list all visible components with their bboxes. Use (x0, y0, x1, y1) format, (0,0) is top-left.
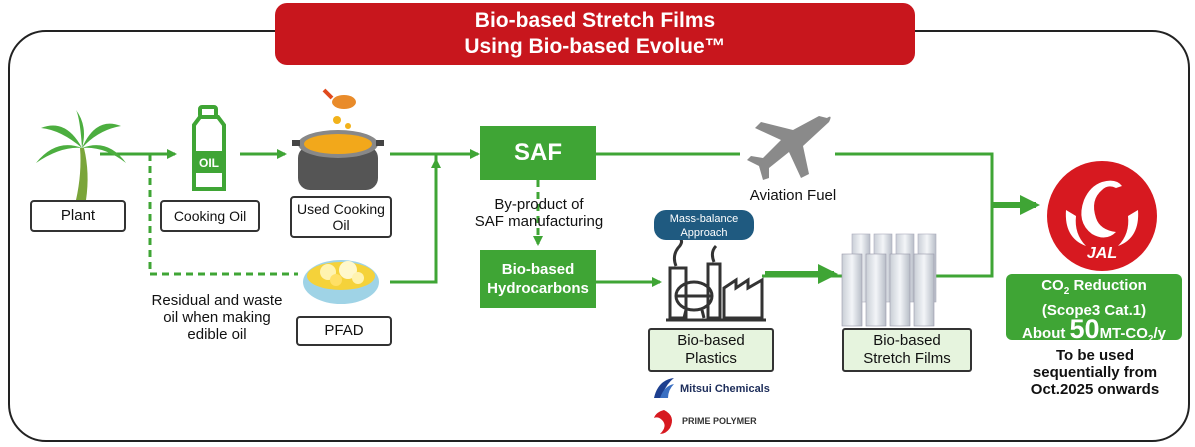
schedule-note: To be used sequentially from Oct.2025 on… (1010, 347, 1180, 398)
plastics-label-2: Plastics (685, 350, 737, 367)
prime-polymer-logo-text: PRIME POLYMER (682, 416, 757, 426)
used-cooking-oil-label-1: Used Cooking (297, 201, 385, 217)
residual-line-1: Residual and waste (151, 292, 283, 309)
mass-balance-line-2: Approach (680, 227, 728, 239)
cooking-oil-box: Cooking Oil (160, 200, 260, 232)
byproduct-line-1: By-product of (494, 196, 584, 213)
dashed-line-residual-to-pfad (148, 154, 298, 276)
co2-reduction-line-3: About 50MT-CO2/y (1022, 314, 1166, 346)
aviation-fuel-label: Aviation Fuel (749, 187, 837, 204)
jal-crane-logo: JAL (1047, 161, 1157, 271)
palm-tree-icon (36, 110, 126, 200)
residual-line-3: edible oil (187, 326, 247, 343)
line-films-to-jal (762, 205, 994, 278)
co2-amount: 50 (1069, 314, 1100, 344)
saf-label: SAF (514, 139, 562, 166)
mitsui-chemicals-logo-icon (654, 378, 674, 398)
schedule-line-1: To be used (1055, 347, 1135, 364)
prime-polymer-logo-icon (654, 410, 672, 434)
airplane-icon (747, 116, 831, 180)
pfad-box: PFAD (296, 316, 392, 346)
residual-line-2: oil when making (163, 309, 271, 326)
oil-label: OIL (199, 156, 219, 170)
pfad-bowl-icon (303, 260, 379, 304)
byproduct-note: By-product of SAF manufacturing (456, 196, 622, 230)
pot-with-tempura-icon (292, 88, 384, 190)
schedule-line-2: sequentially from (1032, 364, 1158, 381)
jal-logo-text: JAL (1087, 245, 1117, 262)
title-line-2: Using Bio-based Evolue™ (464, 35, 726, 58)
plant-label: Plant (60, 207, 96, 224)
bio-stretch-films-box: Bio-based Stretch Films (842, 328, 972, 372)
title-banner: Bio-based Stretch Films Using Bio-based … (275, 3, 915, 65)
plastics-label-1: Bio-based (677, 332, 745, 349)
mass-balance-badge: Mass-balance Approach (654, 210, 754, 240)
stretch-film-rolls-icon (841, 233, 937, 327)
pfad-label: PFAD (324, 322, 364, 339)
plant-box: Plant (30, 200, 126, 232)
hydrocarbons-label-1: Bio-based (501, 261, 575, 278)
line-plane-to-jal (835, 152, 994, 205)
co2-reduction-box: CO2 Reduction (Scope3 Cat.1) About 50MT-… (1006, 274, 1182, 345)
hydrocarbons-label-2: Hydrocarbons (487, 280, 589, 297)
title-line-1: Bio-based Stretch Films (474, 9, 716, 32)
factory-icon (666, 238, 766, 322)
bio-hydrocarbons-box: Bio-based Hydrocarbons (480, 250, 596, 308)
line-pfad-to-saf (390, 154, 438, 284)
schedule-line-3: Oct.2025 onwards (1030, 381, 1160, 398)
mitsui-chemicals-logo-text: Mitsui Chemicals (680, 383, 770, 395)
bio-plastics-box: Bio-based Plastics (648, 328, 774, 372)
used-cooking-oil-box: Used Cooking Oil (290, 196, 392, 238)
mass-balance-line-1: Mass-balance (669, 213, 739, 225)
cooking-oil-label: Cooking Oil (173, 208, 247, 224)
stretch-films-label-1: Bio-based (873, 332, 941, 349)
co2-reduction-line-1: CO2 Reduction (1041, 277, 1147, 297)
residual-oil-note: Residual and waste oil when making edibl… (134, 292, 300, 343)
byproduct-line-2: SAF manufacturing (474, 213, 604, 230)
stretch-films-label-2: Stretch Films (863, 350, 951, 367)
co2-reduction-line-2: (Scope3 Cat.1) (1041, 302, 1147, 319)
oil-bottle-icon: OIL (192, 105, 226, 191)
used-cooking-oil-label-2: Oil (332, 217, 350, 233)
saf-box: SAF (480, 126, 596, 180)
